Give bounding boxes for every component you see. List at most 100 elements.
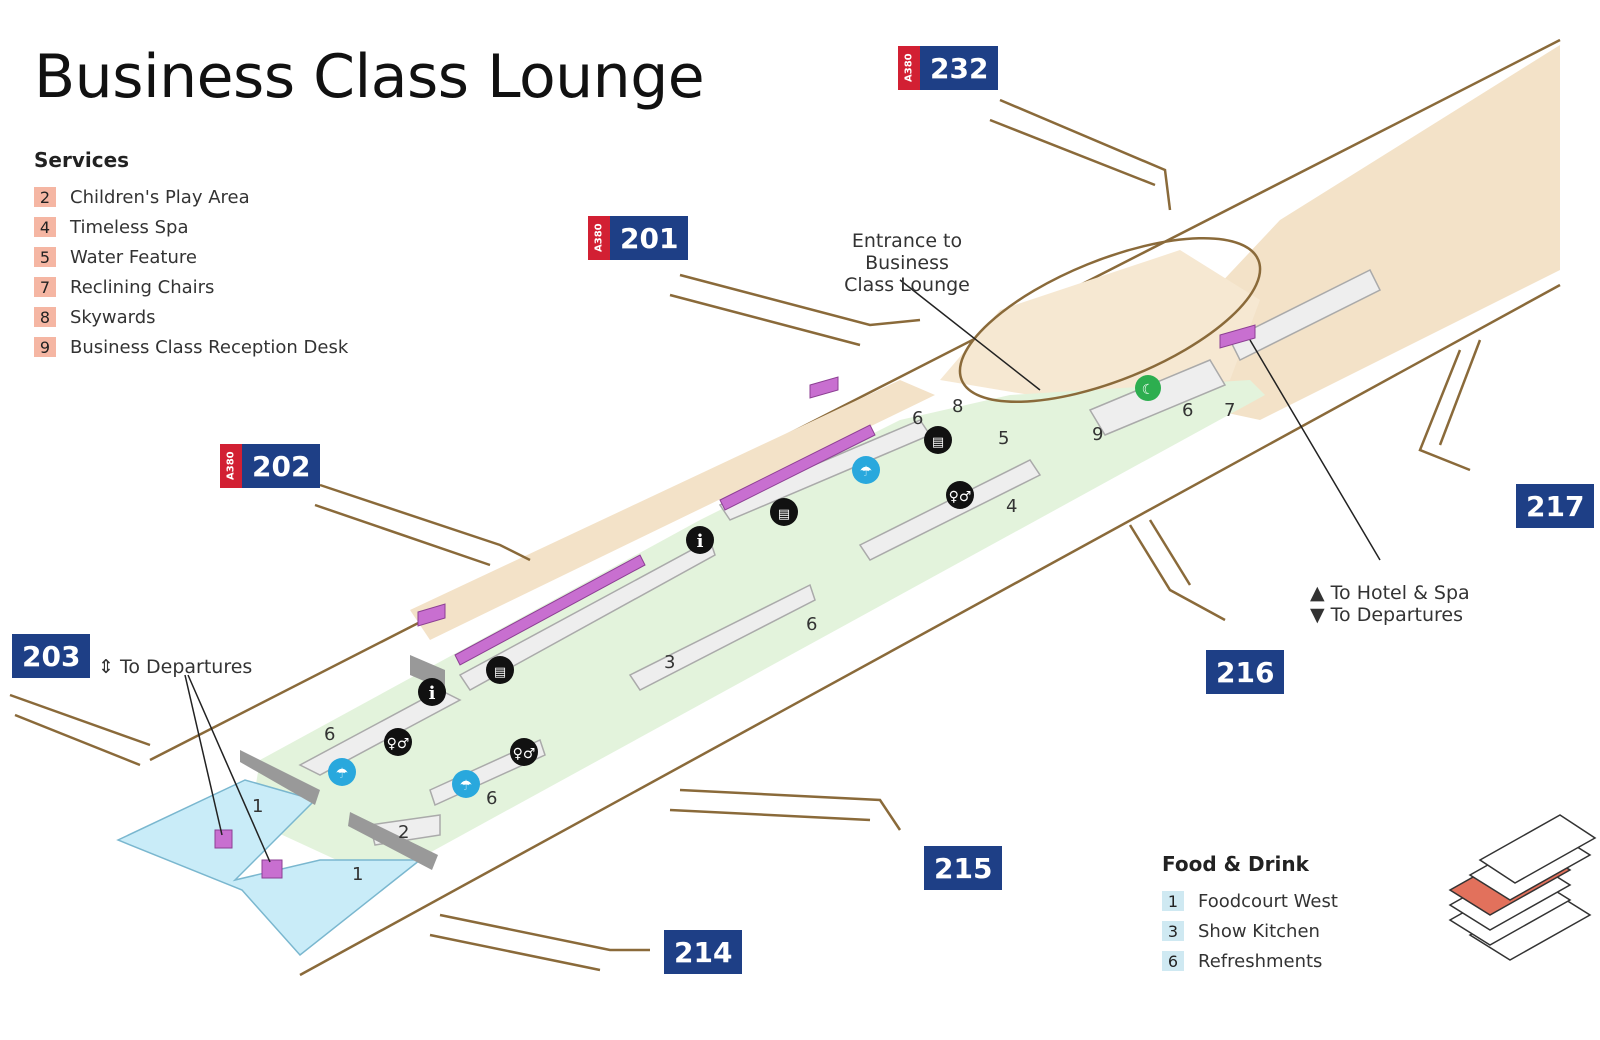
shower-icon: ☂: [852, 456, 880, 484]
map-number: 3: [664, 652, 675, 673]
hotel-spa-text: To Hotel & Spa: [1330, 582, 1470, 604]
a380-tag: A380: [220, 444, 242, 488]
map-number: 9: [1092, 424, 1103, 445]
jet-bridges: [9, 98, 1482, 972]
legend-number: 7: [34, 277, 56, 297]
svg-text:i: i: [697, 531, 704, 552]
a380-tag: A380: [588, 216, 610, 260]
map-number: 6: [806, 614, 817, 635]
food-drink-heading: Food & Drink: [1162, 852, 1309, 876]
restroom-icon: ♀♂: [384, 728, 412, 756]
foodcourt-west: [116, 779, 423, 957]
entrance-pointer: [899, 279, 1041, 391]
hotel-pointer: [1249, 339, 1381, 561]
svg-text:☂: ☂: [460, 778, 473, 794]
food-drink-legend: Food & Drink 1 Foodcourt West 3 Show Kitch…: [1162, 852, 1338, 976]
svg-text:▤: ▤: [932, 435, 944, 450]
gate-number: 216: [1206, 650, 1285, 694]
legend-label: Children's Play Area: [70, 186, 250, 208]
svg-text:☂: ☂: [860, 464, 873, 480]
up-down-arrow-icon: ⇕: [98, 656, 114, 678]
info-icon: i: [418, 678, 446, 706]
gate-216: 216: [1206, 650, 1285, 694]
prayer-icon: ☾: [1135, 375, 1161, 401]
map-number: 6: [912, 408, 923, 429]
entrance-label-line1: Entrance to Business: [851, 230, 963, 274]
gate-217: 217: [1516, 484, 1595, 528]
gate-215: 215: [924, 846, 1003, 890]
legend-label: Show Kitchen: [1198, 920, 1320, 942]
concourse-outline: [149, 38, 1561, 977]
legend-number: 5: [34, 247, 56, 267]
svg-text:▤: ▤: [494, 665, 506, 680]
info-icon: i: [686, 526, 714, 554]
dining-icon: ▤: [770, 498, 798, 526]
map-number: 2: [398, 822, 409, 843]
map-number: 8: [952, 396, 963, 417]
legend-number: 9: [34, 337, 56, 357]
shower-icon: ☂: [328, 758, 356, 786]
entrance-label-line2: Class Lounge: [844, 274, 970, 296]
legend-label: Skywards: [70, 306, 156, 328]
restroom-icon: ♀♂: [510, 738, 538, 766]
map-number: 6: [486, 788, 497, 809]
svg-text:i: i: [429, 683, 436, 704]
map-number: 6: [324, 724, 335, 745]
legend-number: 6: [1162, 951, 1184, 971]
legend-item: 6 Refreshments: [1162, 946, 1338, 976]
map-number: 6: [1182, 400, 1193, 421]
gate-number: 215: [924, 846, 1003, 890]
terminal-floor-ring: [940, 250, 1260, 400]
map-number: 5: [998, 428, 1009, 449]
gate-214: 214: [664, 930, 743, 974]
departure-pointer-1: [184, 674, 223, 836]
map-number: 1: [252, 796, 263, 817]
legend-item: 1 Foodcourt West: [1162, 886, 1338, 916]
gate-number: 232: [920, 46, 999, 90]
gate-number: 203: [12, 634, 91, 678]
terminal-strip: [410, 380, 935, 640]
departures-left-label: ⇕ To Departures: [98, 656, 252, 678]
legend-number: 3: [1162, 921, 1184, 941]
dining-icon: ▤: [486, 656, 514, 684]
a380-tag: A380: [898, 46, 920, 90]
svg-text:♀♂: ♀♂: [513, 746, 536, 762]
legend-label: Refreshments: [1198, 950, 1323, 972]
gate-number: 214: [664, 930, 743, 974]
gate-number: 202: [242, 444, 321, 488]
map-number: 7: [1224, 400, 1235, 421]
services-heading: Services: [34, 148, 130, 172]
up-arrow-icon: ▲: [1310, 582, 1331, 604]
entrance-label: Entrance to Business Class Lounge: [812, 230, 1002, 296]
floor-levels-icon: [1448, 814, 1597, 961]
legend-label: Water Feature: [70, 246, 197, 268]
legend-label: Reclining Chairs: [70, 276, 215, 298]
legend-number: 1: [1162, 891, 1184, 911]
legend-number: 8: [34, 307, 56, 327]
map-numbers: 1 1 2 3 4 5 6 6 6 6 6 7 8 9: [252, 396, 1235, 885]
legend-item: 7 Reclining Chairs: [34, 272, 348, 302]
down-arrow-icon: ▼: [1310, 604, 1331, 626]
svg-text:☂: ☂: [336, 766, 349, 782]
map-number: 4: [1006, 496, 1017, 517]
legend-label: Business Class Reception Desk: [70, 336, 349, 358]
page-title: Business Class Lounge: [34, 42, 705, 112]
gate-203: 203: [12, 634, 91, 678]
restroom-icon: ♀♂: [946, 481, 974, 509]
svg-text:▤: ▤: [778, 507, 790, 522]
dining-icon: ▤: [924, 426, 952, 454]
legend-label: Foodcourt West: [1198, 890, 1338, 912]
lounge-buildings: [298, 268, 1382, 846]
svg-text:♀♂: ♀♂: [387, 736, 410, 752]
legend-item: 9 Business Class Reception Desk: [34, 332, 348, 362]
gate-number: 217: [1516, 484, 1595, 528]
hotel-spa-label: ▲ To Hotel & Spa ▼ To Departures: [1310, 582, 1470, 626]
departure-pointer-2: [187, 674, 271, 863]
purple-highlights: [214, 324, 1256, 879]
